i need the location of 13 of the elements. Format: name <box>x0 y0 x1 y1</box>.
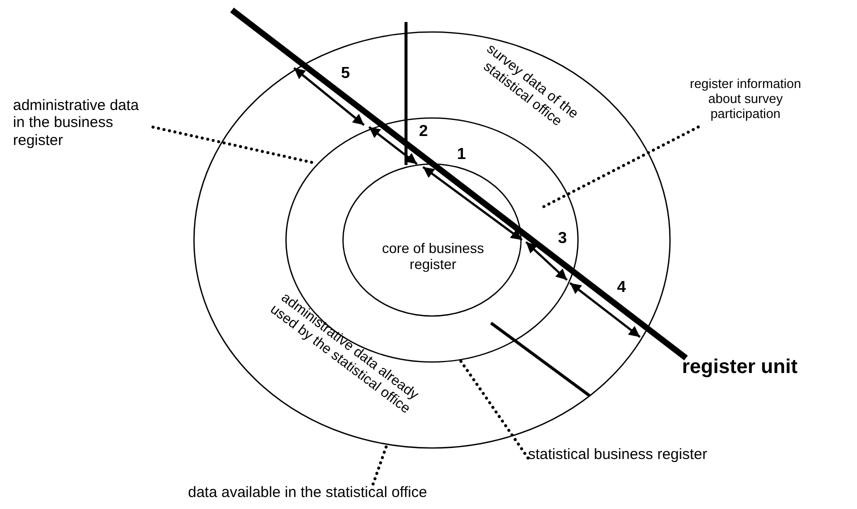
callout-text: data available in the statistical office <box>188 484 428 502</box>
callout-text: administrative data in the business register <box>13 97 140 149</box>
segment-number: 5 <box>341 65 350 84</box>
segment-number: 2 <box>419 123 428 142</box>
axis-label: register unit <box>682 356 798 379</box>
segment-number: 3 <box>558 230 567 248</box>
segment-number: 4 <box>617 279 626 298</box>
callout-text: statistical business register <box>528 446 708 464</box>
region-label: core of business register <box>381 240 485 272</box>
leader-line <box>458 358 530 460</box>
segment-number: 1 <box>457 146 466 164</box>
callout-text: register information about survey participation <box>688 77 802 122</box>
leader-line <box>541 126 700 209</box>
